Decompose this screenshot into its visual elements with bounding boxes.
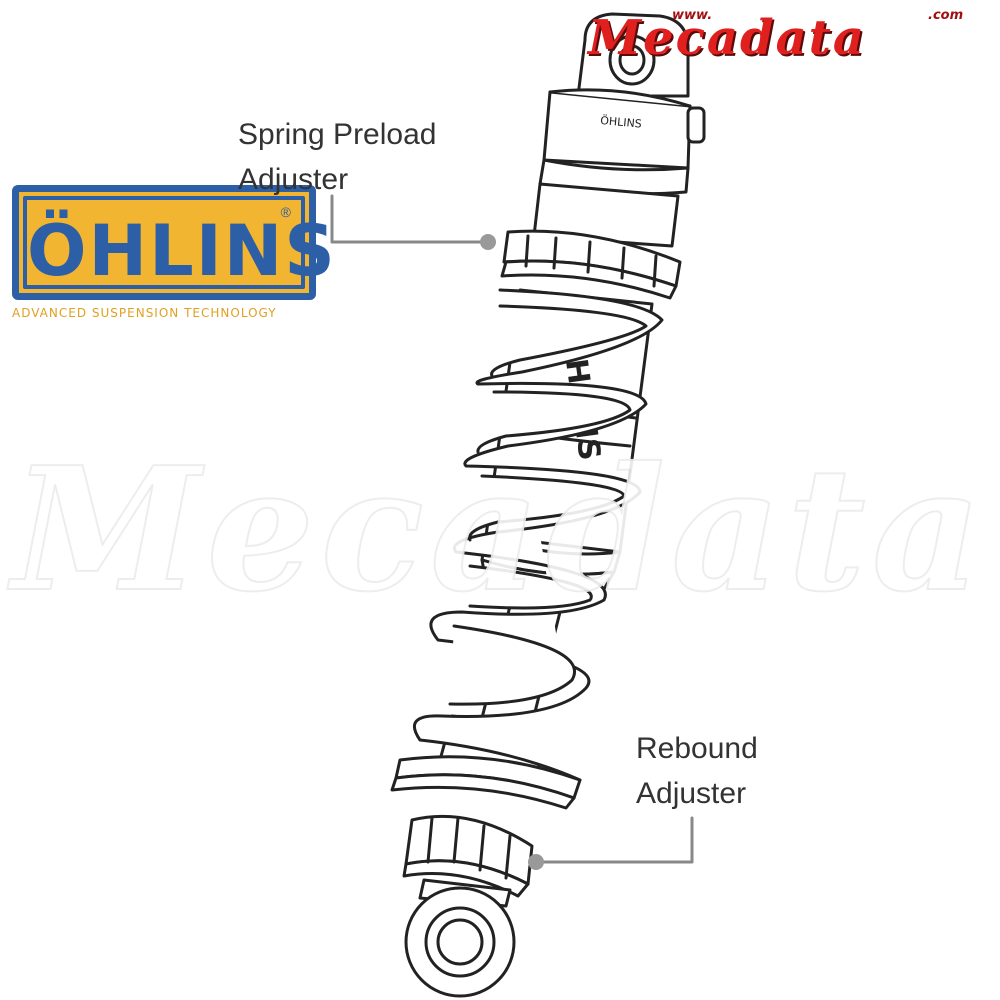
spring-preload-label-line1: Spring Preload (238, 118, 437, 151)
brand-suffix: .com (928, 8, 964, 23)
brand-name: Mecadata (588, 10, 866, 66)
spring-preload-collar (500, 229, 682, 300)
rebound-leader-dot (528, 854, 544, 870)
rebound-label-line1: Rebound (636, 732, 758, 765)
spring-preload-leader-dot (480, 234, 496, 250)
brand-logo: Mecadata www. .com (588, 8, 988, 66)
spring-preload-leader (330, 194, 488, 244)
spring-preload-callout: Spring Preload Adjuster (238, 112, 436, 202)
logo-name: ÖHLINS (27, 210, 337, 292)
logo-tagline: ADVANCED SUSPENSION TECHNOLOGY (12, 306, 277, 320)
logo-inner-border: ÖHLINS ® (23, 196, 337, 292)
brand-prefix: www. (672, 8, 713, 23)
shock-head: ÖHLINS (538, 88, 706, 196)
coil-spring (413, 288, 664, 782)
upper-body (532, 182, 680, 248)
rebound-adjuster-knob (402, 814, 534, 898)
top-eyelet (576, 12, 690, 98)
rebound-callout: Rebound Adjuster (636, 726, 758, 816)
logo-registered-mark: ® (280, 204, 291, 220)
bottom-eyelet (404, 878, 516, 998)
rebound-label-line2: Adjuster (636, 777, 747, 810)
rebound-leader (534, 816, 694, 864)
spring-preload-label-line2: Adjuster (238, 163, 349, 196)
head-label: ÖHLINS (600, 114, 643, 131)
watermark-text: Mecadata (11, 429, 988, 631)
ohlins-logo: ÖHLINS ® (12, 185, 337, 300)
